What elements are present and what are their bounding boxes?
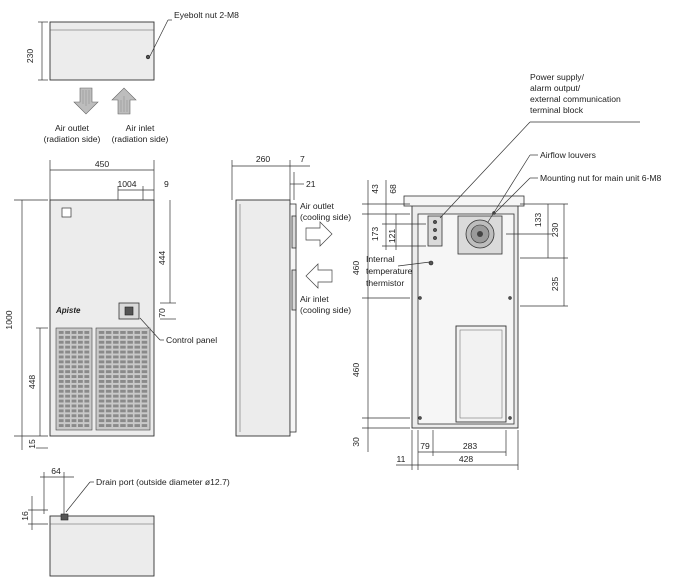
air-outlet-radiation-arrow	[73, 87, 99, 115]
power-label-1: Power supply/	[530, 72, 585, 82]
power-label-4: terminal block	[530, 105, 584, 115]
air-outlet-radiation-sub: (radiation side)	[44, 134, 101, 144]
brand-logo: Apiste	[55, 306, 81, 315]
dim-side-21: 21	[306, 179, 316, 189]
dim-front-448: 448	[27, 375, 37, 390]
dim-front-width: 450	[95, 159, 110, 169]
dim-rear-133: 133	[533, 213, 543, 228]
eyebolt-marker	[145, 54, 151, 60]
front-grille-right	[95, 327, 151, 431]
dim-rear-460a: 460	[351, 261, 361, 276]
dim-rear-121: 121	[387, 229, 397, 244]
airflow-louvers-label: Airflow louvers	[540, 150, 596, 160]
mounting-nut-3	[418, 416, 422, 420]
side-duct-lower	[291, 269, 297, 311]
front-badge	[61, 207, 72, 218]
air-outlet-cooling-arrow	[305, 221, 333, 247]
rear-view: Power supply/ alarm output/ external com…	[351, 72, 662, 470]
dim-rear-173: 173	[370, 227, 380, 242]
bottom-view-body	[49, 515, 155, 577]
thermistor-label-1: Internal	[366, 254, 395, 264]
side-view: 260 7 21 Air outlet (cooling side) Air i…	[231, 154, 351, 437]
top-view-body	[49, 21, 155, 81]
side-view-body	[235, 199, 291, 437]
dim-rear-460b: 460	[351, 363, 361, 378]
dim-rear-43: 43	[370, 184, 380, 194]
mounting-nut-4	[508, 416, 512, 420]
rear-view-top-cap	[403, 195, 525, 207]
dim-rear-30: 30	[351, 437, 361, 447]
top-view: Eyebolt nut 2-M8 230 Air outlet (radiati…	[25, 10, 239, 144]
air-outlet-cooling-label: Air outlet	[300, 201, 335, 211]
power-label-2: alarm output/	[530, 83, 581, 93]
dim-bottom-16: 16	[20, 511, 30, 521]
drain-port	[60, 513, 69, 521]
side-duct-upper	[291, 215, 297, 249]
dim-front-offset: 9	[164, 179, 169, 189]
control-panel-label: Control panel	[166, 335, 217, 345]
dim-rear-283: 283	[463, 441, 478, 451]
dim-bottom-64: 64	[51, 466, 61, 476]
eyebolt-label: Eyebolt nut 2-M8	[174, 10, 239, 20]
front-view: 450 1004 9 Apiste Control panel 444	[4, 159, 217, 450]
air-inlet-radiation-arrow	[111, 87, 137, 115]
thermistor-marker	[428, 260, 434, 266]
dim-rear-68: 68	[388, 184, 398, 194]
dim-side-7: 7	[300, 154, 305, 164]
dim-side-260: 260	[256, 154, 271, 164]
drain-port-label: Drain port (outside diameter ø12.7)	[96, 477, 230, 487]
dim-front-inner: 1004	[117, 179, 136, 189]
bottom-view: 64 Drain port (outside diameter ø12.7) 1…	[20, 466, 230, 577]
power-label-3: external communication	[530, 94, 621, 104]
dim-rear-11: 11	[397, 454, 406, 464]
dim-rear-79: 79	[420, 441, 430, 451]
front-grille-left	[55, 327, 93, 431]
dim-front-height: 1000	[4, 310, 14, 329]
air-outlet-radiation-label: Air outlet	[55, 123, 90, 133]
thermistor-label-2: temperature	[366, 266, 413, 276]
mounting-nut-1	[418, 296, 422, 300]
mounting-nut-2	[508, 296, 512, 300]
dim-rear-235: 235	[550, 277, 560, 292]
mounting-nut-label: Mounting nut for main unit 6-M8	[540, 173, 662, 183]
dim-front-70: 70	[157, 308, 167, 318]
rear-lower-window	[455, 325, 507, 423]
air-inlet-cooling-sub: (cooling side)	[300, 305, 351, 315]
thermistor-label-3: thermistor	[366, 278, 404, 288]
side-flange	[289, 203, 297, 433]
air-inlet-cooling-arrow	[305, 263, 333, 289]
air-inlet-radiation-label: Air inlet	[126, 123, 155, 133]
dim-rear-230: 230	[550, 223, 560, 238]
dim-top-height: 230	[25, 49, 35, 64]
air-inlet-radiation-sub: (radiation side)	[112, 134, 169, 144]
dim-front-15: 15	[27, 439, 37, 449]
dim-front-444: 444	[157, 251, 167, 266]
air-outlet-cooling-sub: (cooling side)	[300, 212, 351, 222]
dim-rear-428: 428	[459, 454, 474, 464]
control-panel-display	[124, 306, 134, 316]
air-inlet-cooling-label: Air inlet	[300, 294, 329, 304]
